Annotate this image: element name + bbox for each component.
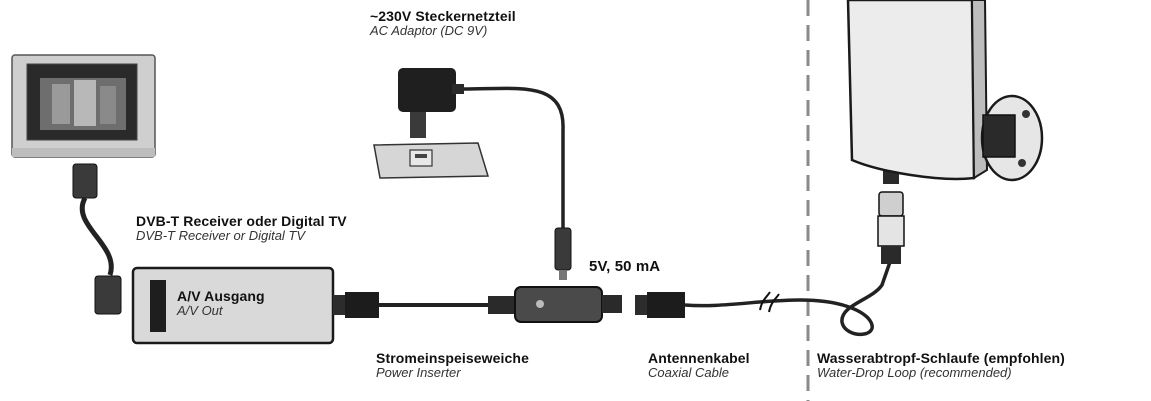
cable-break-mark — [759, 291, 780, 313]
receiver-subtitle: DVB-T Receiver or Digital TV — [136, 228, 306, 244]
coaxial-cable — [684, 261, 892, 336]
antenna-connector — [877, 160, 905, 264]
cable-title: Antennenkabel — [648, 350, 750, 366]
dc-plug — [554, 227, 572, 280]
loop-subtitle: Water-Drop Loop (recommended) — [817, 365, 1012, 381]
receiver-label-group: DVB-T Receiver oder Digital TV DVB-T Rec… — [136, 213, 347, 244]
inserter-label-group: Stromeinspeiseweiche Power Inserter — [376, 350, 529, 381]
ac-adaptor-icon — [373, 68, 565, 228]
coax-plug — [635, 292, 685, 318]
loop-label-group: Wasserabtropf-Schlaufe (empfohlen) Water… — [817, 350, 1065, 381]
adapter-subtitle: AC Adaptor (DC 9V) — [370, 23, 488, 39]
power-spec-label: 5V, 50 mA — [589, 258, 661, 275]
cable-label-group: Antennenkabel Coaxial Cable — [648, 350, 750, 381]
av-out-title: A/V Ausgang — [177, 288, 265, 304]
av-out-label-group: A/V Ausgang A/V Out — [177, 288, 265, 319]
power-inserter — [488, 286, 622, 323]
outdoor-antenna-icon — [846, 0, 1044, 182]
adapter-title: ~230V Steckernetzteil — [370, 8, 516, 24]
inserter-subtitle: Power Inserter — [376, 365, 461, 381]
cable-subtitle: Coaxial Cable — [648, 365, 729, 381]
inserter-title: Stromeinspeiseweiche — [376, 350, 529, 366]
tv-icon — [11, 54, 156, 158]
receiver-title: DVB-T Receiver oder Digital TV — [136, 213, 347, 229]
loop-title: Wasserabtropf-Schlaufe (empfohlen) — [817, 350, 1065, 366]
scart-cable — [72, 163, 122, 315]
adapter-label-group: ~230V Steckernetzteil AC Adaptor (DC 9V) — [370, 8, 516, 39]
av-out-subtitle: A/V Out — [177, 303, 223, 319]
receiver-plug — [333, 292, 379, 318]
